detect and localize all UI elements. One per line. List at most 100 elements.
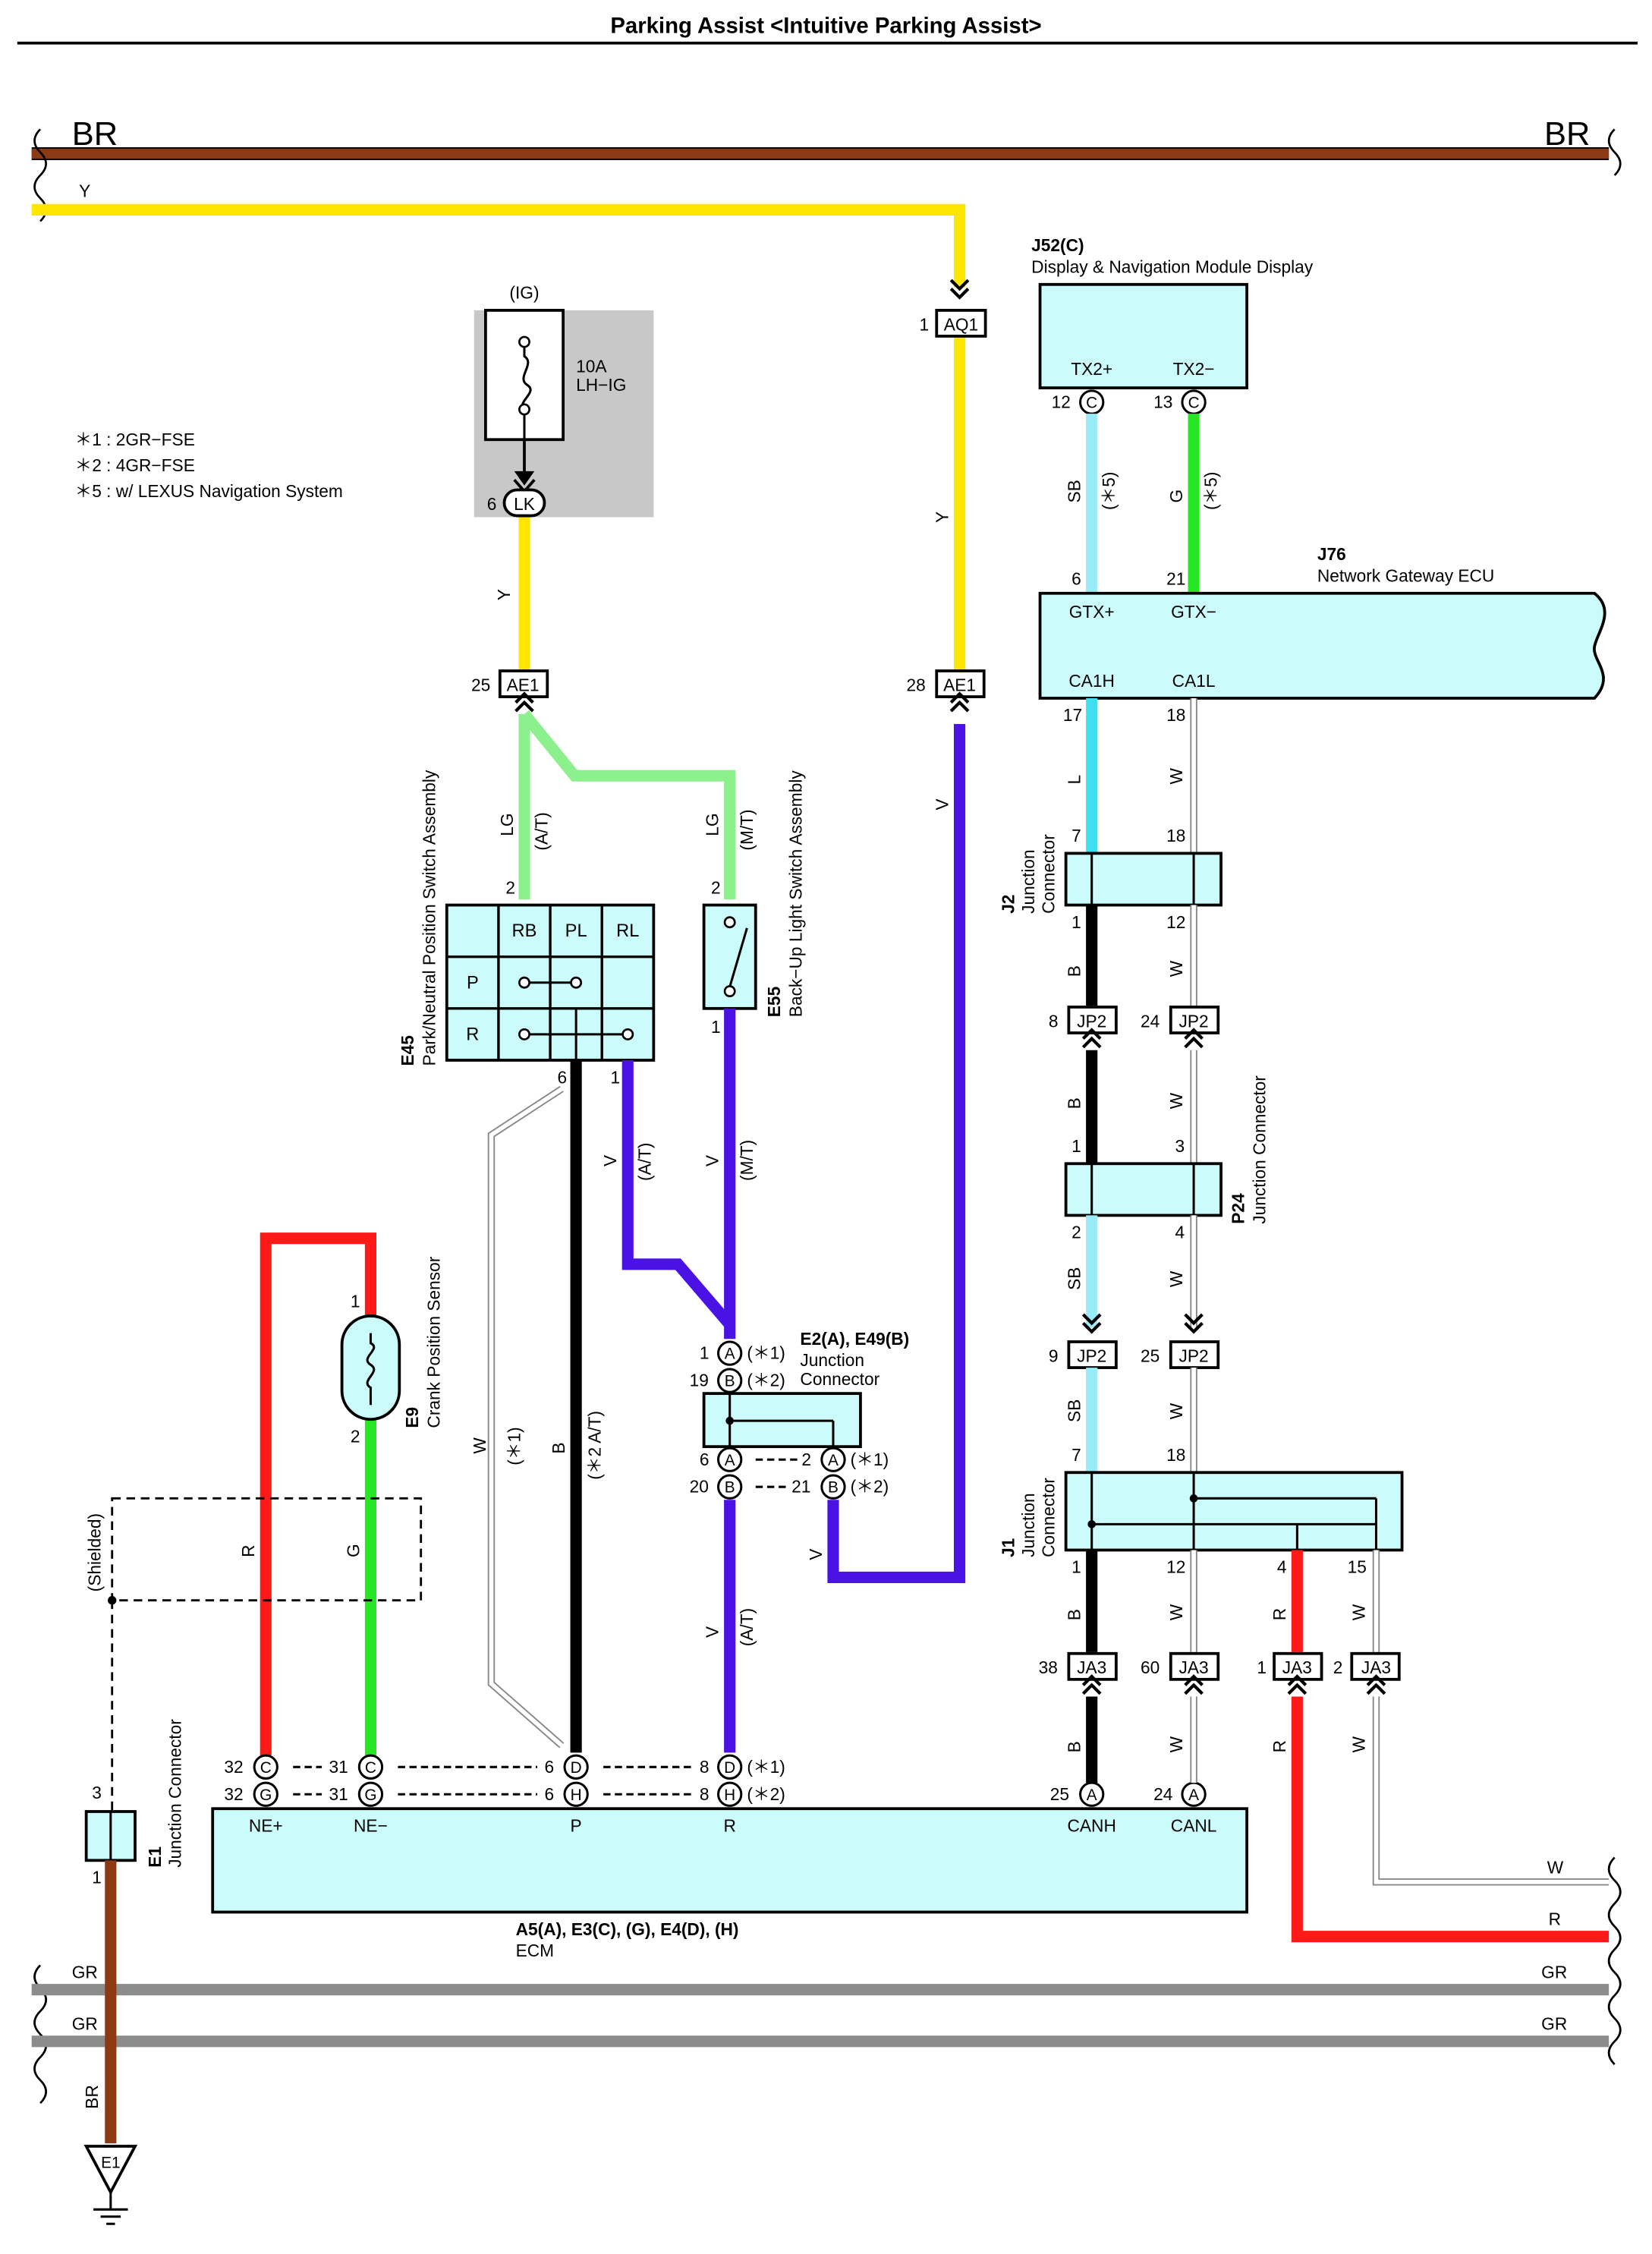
connector-jp2-lower: JP2 9 JP2 25 bbox=[1049, 1340, 1220, 1369]
e55-pin-in: 2 bbox=[711, 877, 721, 897]
ecm-pin-r2-0-n: 32 bbox=[224, 1784, 243, 1804]
gateway-name: Network Gateway ECU bbox=[1317, 566, 1494, 586]
e2-n2a: (＊2) bbox=[747, 1371, 785, 1390]
connector-ae1-25: AE1 25 bbox=[471, 669, 549, 711]
e1-p-bot: 1 bbox=[92, 1868, 102, 1887]
p24-p-top2: 3 bbox=[1175, 1136, 1185, 1156]
e2-c2: A bbox=[828, 1452, 839, 1469]
wire-v-ae1 bbox=[827, 724, 966, 1584]
ground-symbol: E1 bbox=[83, 2145, 138, 2225]
wire-label-sb-j1: SB bbox=[1065, 1399, 1084, 1422]
ecm-pin-r1-0-n: 32 bbox=[224, 1757, 243, 1777]
e2-p2: 2 bbox=[801, 1450, 811, 1469]
j2-code: J2 bbox=[998, 895, 1018, 914]
wire-label-gr-2-left: GR bbox=[72, 2014, 98, 2034]
ecm-term-ne-plus: NE+ bbox=[249, 1815, 283, 1835]
e45-pin-v: 1 bbox=[611, 1067, 621, 1087]
wire-label-at-1: (A/T) bbox=[531, 812, 551, 850]
notes: ＊1 : 2GR−FSE ＊2 : 4GR−FSE ＊5 : w/ LEXUS … bbox=[75, 430, 343, 501]
gateway-t3: CA1H bbox=[1068, 671, 1115, 691]
wire-label-n2at: (＊2 A/T) bbox=[584, 1411, 604, 1480]
fuse-connector: LK bbox=[514, 494, 535, 514]
component-display: J52(C) Display & Navigation Module Displ… bbox=[1031, 235, 1314, 415]
e2-c21: B bbox=[828, 1479, 839, 1497]
e9-name: Crank Position Sensor bbox=[423, 1256, 443, 1428]
wire-label-y-aq1: Y bbox=[932, 512, 952, 523]
wire-label-r-right: R bbox=[1270, 1740, 1289, 1752]
e2-p21: 21 bbox=[791, 1477, 810, 1497]
wire-label-br-left: BR bbox=[72, 116, 118, 153]
fuse-circuit: (IG) bbox=[509, 283, 539, 303]
wire-label-g-display: G bbox=[1166, 490, 1186, 503]
ecm-term-p: P bbox=[571, 1815, 582, 1835]
e45-col-rb: RB bbox=[512, 921, 537, 941]
connector-jp2-25-name: JP2 bbox=[1179, 1346, 1209, 1365]
ecm-pin-r1-2-c: D bbox=[571, 1759, 582, 1777]
e2-p1: 1 bbox=[700, 1343, 710, 1363]
wire-v-at bbox=[621, 1059, 735, 1329]
shielded-label: (Shielded) bbox=[85, 1513, 105, 1591]
wire-label-y-top: Y bbox=[79, 181, 90, 200]
p24-p-bot1: 2 bbox=[1071, 1223, 1081, 1242]
e9-p1: 1 bbox=[351, 1292, 360, 1311]
wire-label-v-e2: V bbox=[806, 1548, 826, 1560]
ecm-pin-r2-3-c: H bbox=[724, 1787, 735, 1804]
j1-p-b1: 1 bbox=[1071, 1557, 1081, 1577]
j2-name1: Junction bbox=[1018, 849, 1038, 914]
connector-jp2-25-pin: 25 bbox=[1141, 1346, 1160, 1365]
ecm-pin-r2-2-c: H bbox=[571, 1787, 582, 1804]
connector-jp2-upper: JP2 8 JP2 24 bbox=[1049, 1006, 1220, 1047]
ecm-pin-r1-1-c: C bbox=[365, 1759, 376, 1777]
wire-label-w-right: W bbox=[1547, 1857, 1564, 1877]
wire-lg bbox=[518, 710, 736, 899]
e45-code: E45 bbox=[398, 1035, 417, 1066]
component-e55: 2 1 E55 Back−Up Light Switch Assembly bbox=[702, 770, 805, 1037]
connector-ja3-60-name: JA3 bbox=[1179, 1657, 1209, 1677]
wire-label-n5-2: (＊5) bbox=[1200, 472, 1220, 510]
wire-label-v-at: V bbox=[600, 1154, 620, 1166]
ecm-can-1-n: 24 bbox=[1153, 1784, 1172, 1804]
e2-p19: 19 bbox=[690, 1371, 709, 1390]
wire-label-n1-center: (＊1) bbox=[504, 1427, 524, 1465]
display-code: J52(C) bbox=[1031, 235, 1084, 255]
ecm-can-1-c: A bbox=[1188, 1787, 1199, 1804]
e2-c19: B bbox=[725, 1373, 735, 1390]
note-3: ＊5 : w/ LEXUS Navigation System bbox=[75, 481, 343, 501]
e45-pin-b: 6 bbox=[558, 1067, 568, 1087]
ecm-pin-r1-1-n: 31 bbox=[329, 1757, 348, 1777]
wire-label-w-7: W bbox=[1348, 1604, 1368, 1620]
e45-pin-in: 2 bbox=[505, 877, 515, 897]
gateway-p-top2: 21 bbox=[1166, 568, 1185, 588]
wire-label-br-ground: BR bbox=[82, 2085, 102, 2109]
connector-aq1: AQ1 1 bbox=[920, 308, 987, 338]
e2-p6: 6 bbox=[700, 1450, 710, 1469]
ecm-pin-r1-3-n: 8 bbox=[700, 1757, 710, 1777]
wire-label-w-8: W bbox=[1166, 1736, 1186, 1752]
note-2: ＊2 : 4GR−FSE bbox=[75, 455, 195, 475]
fuse-lh-ig: (IG) 10A LH−IG LK 6 bbox=[474, 283, 654, 518]
wire-label-w-2: W bbox=[1166, 960, 1186, 977]
component-e2: E2(A), E49(B) Junction Connector A 1 (＊1… bbox=[690, 1329, 909, 1500]
wire-label-n5-1: (＊5) bbox=[1099, 472, 1119, 510]
connector-ja3-1-pin: 1 bbox=[1257, 1657, 1267, 1677]
component-e45: RB PL RL P R 2 6 1 E45 Park/Neutral Posi… bbox=[398, 770, 656, 1087]
e9-code: E9 bbox=[402, 1407, 422, 1428]
wire-label-w-5: W bbox=[1166, 1402, 1186, 1419]
j2-p-bot2: 12 bbox=[1166, 912, 1185, 932]
wire-label-v-mt: V bbox=[703, 1154, 722, 1166]
wire-label-sb-display: SB bbox=[1065, 480, 1084, 502]
component-p24: 1 3 2 4 P24 Junction Connector bbox=[1064, 1075, 1270, 1242]
wire-label-r-sensor: R bbox=[238, 1545, 258, 1557]
e1-p-top: 3 bbox=[92, 1783, 102, 1802]
wire-label-lg-1: LG bbox=[497, 813, 517, 836]
j2-p-top1: 7 bbox=[1071, 826, 1081, 845]
ecm-code: A5(A), E3(C), (G), E4(D), (H) bbox=[516, 1919, 739, 1939]
connector-jp2-9-pin: 9 bbox=[1049, 1346, 1059, 1365]
connector-jp2-8-name: JP2 bbox=[1077, 1011, 1106, 1031]
e55-pin-out: 1 bbox=[711, 1017, 721, 1037]
wire-label-b-j1: B bbox=[1065, 1609, 1084, 1620]
ecm-term-canl: CANL bbox=[1171, 1815, 1217, 1835]
connector-ja3-60-pin: 60 bbox=[1141, 1657, 1160, 1677]
j1-p-b4: 15 bbox=[1348, 1557, 1367, 1577]
bus-br-top: BR BR bbox=[31, 116, 1610, 161]
